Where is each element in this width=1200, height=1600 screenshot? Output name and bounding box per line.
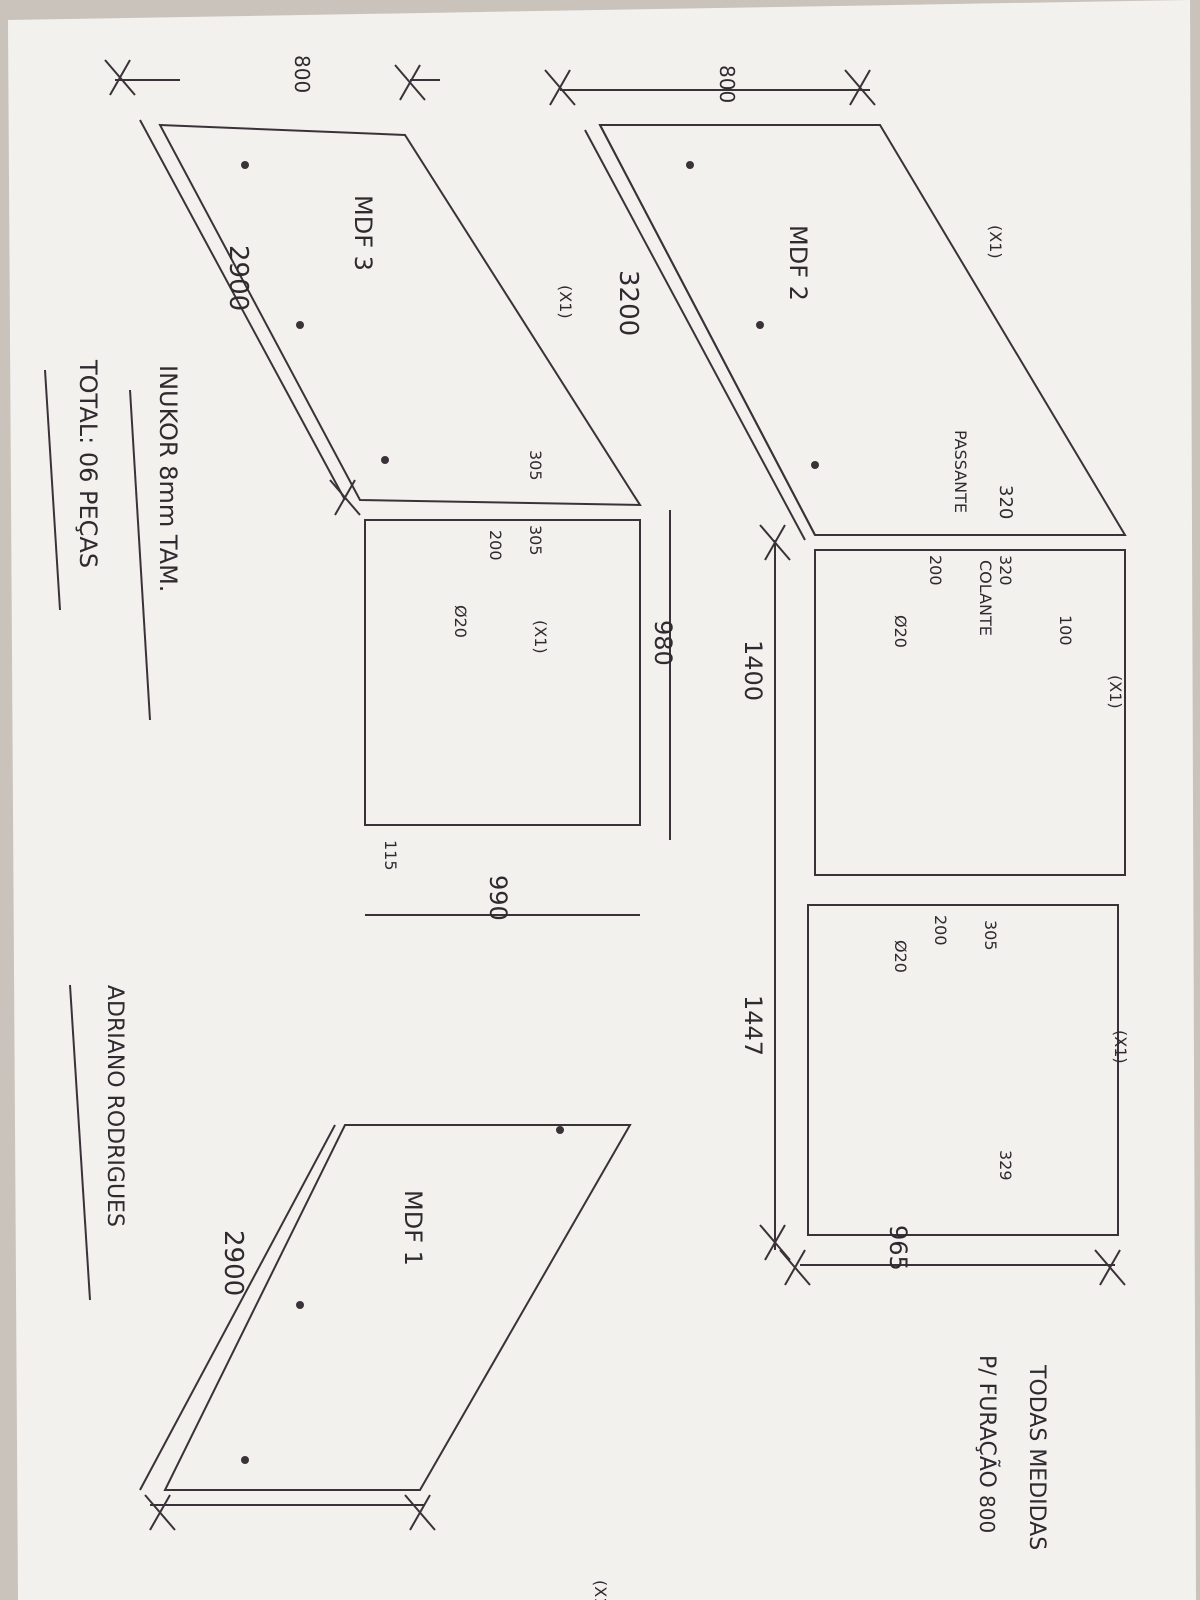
mdf-2-edge-line [584,129,806,541]
note-all-measures: TODAS MEDIDAS [1024,1364,1049,1550]
note-color: INUKOR 8mm TAM. [154,365,182,592]
mdf-1-width: 800 [975,1495,999,1533]
tick-mark [779,1249,811,1286]
mdf-2-width: 800 [715,65,739,103]
note-total: TOTAL: 06 PEÇAS [74,359,102,568]
plate-ul-320: 320 [996,555,1015,586]
tick-mark [759,1224,791,1261]
qty-mark-mdf1: (X1) [591,1580,610,1600]
dim-980-label: 980 [649,620,677,666]
hole [296,1301,304,1309]
mdf-3-width: 800 [290,55,314,93]
note-signature: ADRIANO RODRIGUES [102,985,127,1227]
plate-ul-colante: COLANTE [976,560,995,636]
mdf-2-label: MDF 2 [784,225,812,301]
mdf-3-edge-line [139,119,346,501]
dim-965-label: 965 [884,1225,912,1271]
plate-ur-329: 329 [996,1150,1015,1181]
tick-mark [404,1494,436,1531]
dim-2900-mdf1 [139,1124,336,1491]
edge-label-passante: PASSANTE [951,430,970,513]
underline-total [44,369,61,611]
plate-lower-115: 115 [381,840,400,871]
hole [556,1126,564,1134]
plate-ur-200: 200 [931,915,950,946]
qty-mark-mdf3: (X1) [556,285,575,319]
drawing-lines [44,79,1127,1506]
hole [241,1456,249,1464]
mdf-3-label: MDF 3 [349,195,377,271]
plate-ul-phi20: Ø20 [891,615,910,648]
plate-ur-phi20: Ø20 [891,940,910,973]
tick-mark [1094,1249,1126,1286]
drill-holes [241,161,819,1464]
mdf-1-label: MDF 1 [399,1190,427,1266]
plate-lower-phi20: Ø20 [451,605,470,638]
hole [756,321,764,329]
hole [381,456,389,464]
plate-lower-305-a: 305 [526,450,545,481]
mdf-2-inner-edge [599,124,816,536]
plate-lower-305-b: 305 [526,525,545,556]
dim-1447-label: 1447 [739,995,767,1056]
handwritten-notes: TODAS MEDIDAS P/ FURAÇÃO ADRIANO RODRIGU… [74,55,1075,1550]
tick-mark [844,69,876,106]
plate-ul-100: 100 [1056,615,1075,646]
note-for-drilling: P/ FURAÇÃO [974,1355,1001,1488]
tick-mark [544,69,576,106]
tick-mark [329,479,361,516]
paper-sheet [8,0,1196,1600]
qty-mark-mdf2: (X1) [986,225,1005,259]
edge-label-320: 320 [995,485,1016,519]
plate-upper-right [807,904,1119,1236]
underline-cor [129,389,151,721]
tick-mark [104,59,136,96]
panel-mdf-1 [163,1124,632,1491]
plate-lower [364,519,641,826]
dim-1400-label: 1400 [739,640,767,701]
mdf-1-length: 2900 [218,1230,248,1296]
qty-mark-plate-lower: (X1) [531,620,550,654]
plate-upper-left [814,549,1126,876]
dim-990-label: 990 [484,875,512,921]
qty-mark-plate-ul: (X1) [1106,675,1125,709]
panel-mdf-3 [158,123,642,507]
mdf-2-length: 3200 [613,270,643,336]
hole [296,321,304,329]
plate-ur-305: 305 [981,920,1000,951]
plate-lower-200: 200 [486,530,505,561]
hole [686,161,694,169]
underline-signature [69,984,91,1301]
tick-mark [394,64,426,101]
tick-mark [759,524,791,561]
tick-mark [144,1494,176,1531]
qty-marks: (X1) (X1) (X1) (X1) (X1) (X1) [531,225,1130,1600]
hole [241,161,249,169]
plate-ul-200: 200 [926,555,945,586]
mdf-3-length: 2900 [223,245,253,311]
dimension-ticks [104,59,1126,1531]
hole [811,461,819,469]
qty-mark-plate-ur: (X1) [1111,1030,1130,1064]
